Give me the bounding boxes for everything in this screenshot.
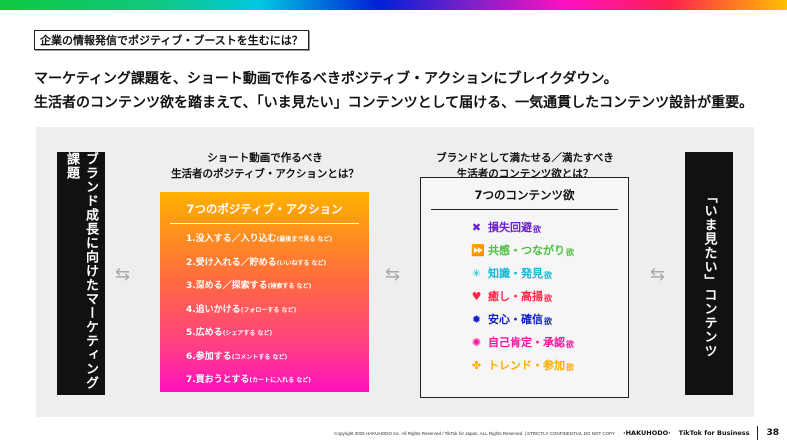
hakuhodo-logo: ·HAKUHODO·	[623, 429, 671, 437]
exchange-arrow-icon: ⇆	[115, 264, 131, 285]
marketing-issue-box: ブランド成長に向けたマーケティング課題	[57, 152, 105, 395]
desire-item: ♥ 癒し・高揚欲	[471, 285, 628, 308]
action-label: 6.参加する	[186, 351, 232, 362]
desire-item: ✤ トレンド・参加欲	[471, 354, 628, 377]
tiktok-logo: TikTok for Business	[678, 429, 750, 437]
tagline: 企業の情報発信でポジティブ・ブーストを生むには？	[34, 30, 309, 50]
content-desires-box: 7つのコンテンツ欲 ✖損失回避欲⏩共感・つながり欲✳知識・発見欲♥癒し・高揚欲✹…	[420, 177, 629, 398]
action-label: 2.受け入れる／貯める	[186, 257, 277, 268]
desire-item: ✳ 知識・発見欲	[471, 262, 628, 285]
desire-suffix: 欲	[533, 225, 541, 234]
action-note: (検索する など)	[267, 283, 312, 290]
desire-label: 自己肯定・承認	[488, 336, 565, 349]
action-note: (コメントする など)	[231, 353, 288, 361]
want-to-watch-box: 「いま見たい」コンテンツ	[685, 152, 733, 395]
content-title: 7つのコンテンツ欲	[431, 187, 618, 210]
star-burst-icon: ✺	[471, 336, 482, 349]
positive-actions-box: 7つのポジティブ・アクション 1.没入する／入り込む(最後まで見る など) 2.…	[160, 192, 369, 392]
action-label: 5.広める	[186, 328, 223, 338]
desire-label: 癒し・高揚	[488, 290, 543, 303]
heading-line: ショート動画で作るべき	[207, 152, 323, 164]
lead-line-1: マーケティング課題を、ショート動画で作るべきポジティブ・アクションにブレイクダウ…	[34, 71, 618, 87]
desire-label: 知識・発見	[488, 267, 543, 280]
action-item: 6.参加する(コメントする など)	[186, 346, 369, 370]
desire-item: ✹ 安心・確信欲	[471, 308, 628, 331]
desire-label: 損失回避	[488, 221, 532, 234]
action-item: 3.深める／探索する(検索する など)	[186, 275, 369, 299]
action-note: (最後まで見る など)	[276, 236, 333, 243]
action-label: 1.没入する／入り込む	[186, 234, 277, 244]
action-note: (いいねする など)	[276, 259, 327, 267]
action-label: 3.深める／探索する	[186, 281, 268, 291]
action-label: 7.買おうとする	[186, 375, 250, 385]
heart-icon: ♥	[471, 290, 482, 303]
exchange-arrow-icon: ⇆	[650, 264, 666, 285]
divider	[757, 426, 759, 440]
diagram-panel	[36, 127, 754, 417]
action-note: (カートに入れる など)	[249, 377, 311, 384]
desire-label: 共感・つながり	[488, 244, 565, 257]
clover-icon: ✤	[471, 359, 482, 372]
badge-icon: ✹	[471, 313, 482, 326]
desire-suffix: 欲	[544, 317, 552, 326]
double-play-icon: ⏩	[471, 244, 485, 257]
desire-label: 安心・確信	[488, 313, 543, 326]
heading-line: 生活者のポジティブ・アクションとは？	[171, 168, 359, 180]
action-note: (フォローする など)	[240, 306, 297, 314]
page-number: 38	[766, 428, 779, 438]
copyright: Copyright 2025 HAKUHODO Inc. All Rights …	[334, 430, 616, 436]
desire-item: ⏩共感・つながり欲	[471, 239, 628, 262]
desire-suffix: 欲	[566, 340, 574, 349]
heading-line: ブランドとして満たせる／満たすべき	[436, 152, 614, 164]
action-item: 5.広める(シェアする など)	[186, 322, 369, 346]
asterisk-icon: ✳	[471, 267, 482, 280]
desire-suffix: 欲	[544, 271, 552, 280]
footer: Copyright 2025 HAKUHODO Inc. All Rights …	[334, 426, 779, 440]
positive-title: 7つのポジティブ・アクション	[170, 201, 359, 224]
desire-label: トレンド・参加	[488, 359, 565, 372]
action-item: 2.受け入れる／貯める(いいねする など)	[186, 252, 369, 276]
rainbow-bar	[0, 0, 787, 10]
pinwheel-icon: ✖	[471, 221, 482, 234]
desire-suffix: 欲	[566, 248, 574, 257]
action-note: (シェアする など)	[222, 330, 273, 337]
action-item: 1.没入する／入り込む(最後まで見る など)	[186, 228, 369, 252]
exchange-arrow-icon: ⇆	[385, 264, 401, 285]
action-item: 7.買おうとする(カートに入れる など)	[186, 369, 369, 393]
desire-suffix: 欲	[544, 294, 552, 303]
action-label: 4.追いかける	[186, 304, 241, 315]
desire-item: ✖ 損失回避欲	[471, 216, 628, 239]
action-item: 4.追いかける(フォローする など)	[186, 299, 369, 323]
lead-line-2: 生活者のコンテンツ欲を踏まえて、「いま見たい」コンテンツとして届ける、一気通貫し…	[34, 95, 754, 111]
positive-heading: ショート動画で作るべき 生活者のポジティブ・アクションとは？	[150, 150, 380, 182]
desire-suffix: 欲	[566, 363, 574, 372]
desire-item: ✺ 自己肯定・承認欲	[471, 331, 628, 354]
